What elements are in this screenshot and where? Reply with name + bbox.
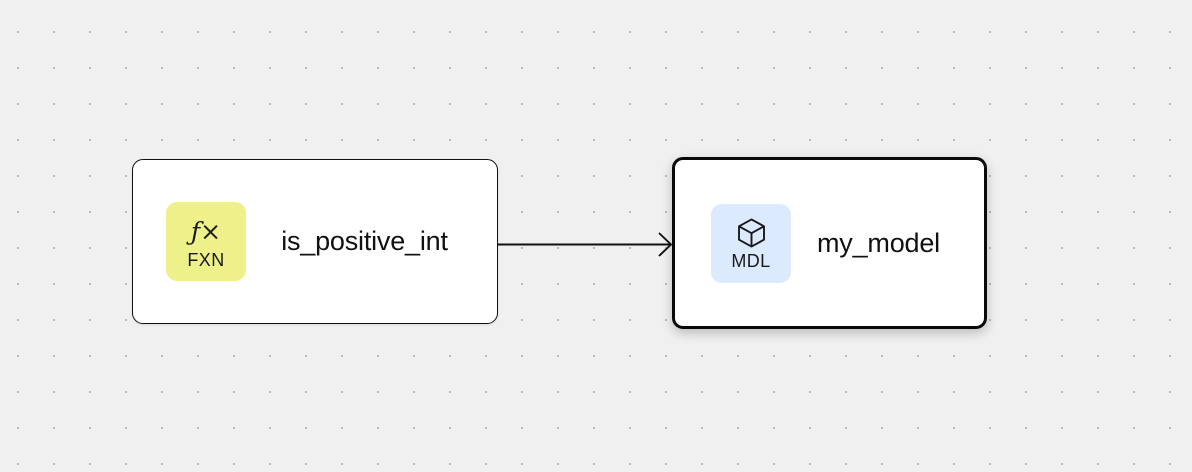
node-type-code: MDL xyxy=(731,251,771,271)
node-label: my_model xyxy=(817,227,940,258)
cube-3d-icon xyxy=(736,216,767,250)
function-fx-icon: ƒ× xyxy=(190,217,222,246)
edge-arrowhead-icon xyxy=(658,232,673,257)
node-type-code: FXN xyxy=(187,249,225,270)
edge-fxn-to-mdl[interactable] xyxy=(498,232,673,257)
node-type-badge-fxn: ƒ× FXN xyxy=(166,202,246,281)
node-my-model[interactable]: MDL my_model xyxy=(672,157,987,329)
node-is-positive-int[interactable]: ƒ× FXN is_positive_int xyxy=(132,159,498,324)
node-type-badge-mdl: MDL xyxy=(711,203,791,283)
node-label: is_positive_int xyxy=(281,226,448,256)
